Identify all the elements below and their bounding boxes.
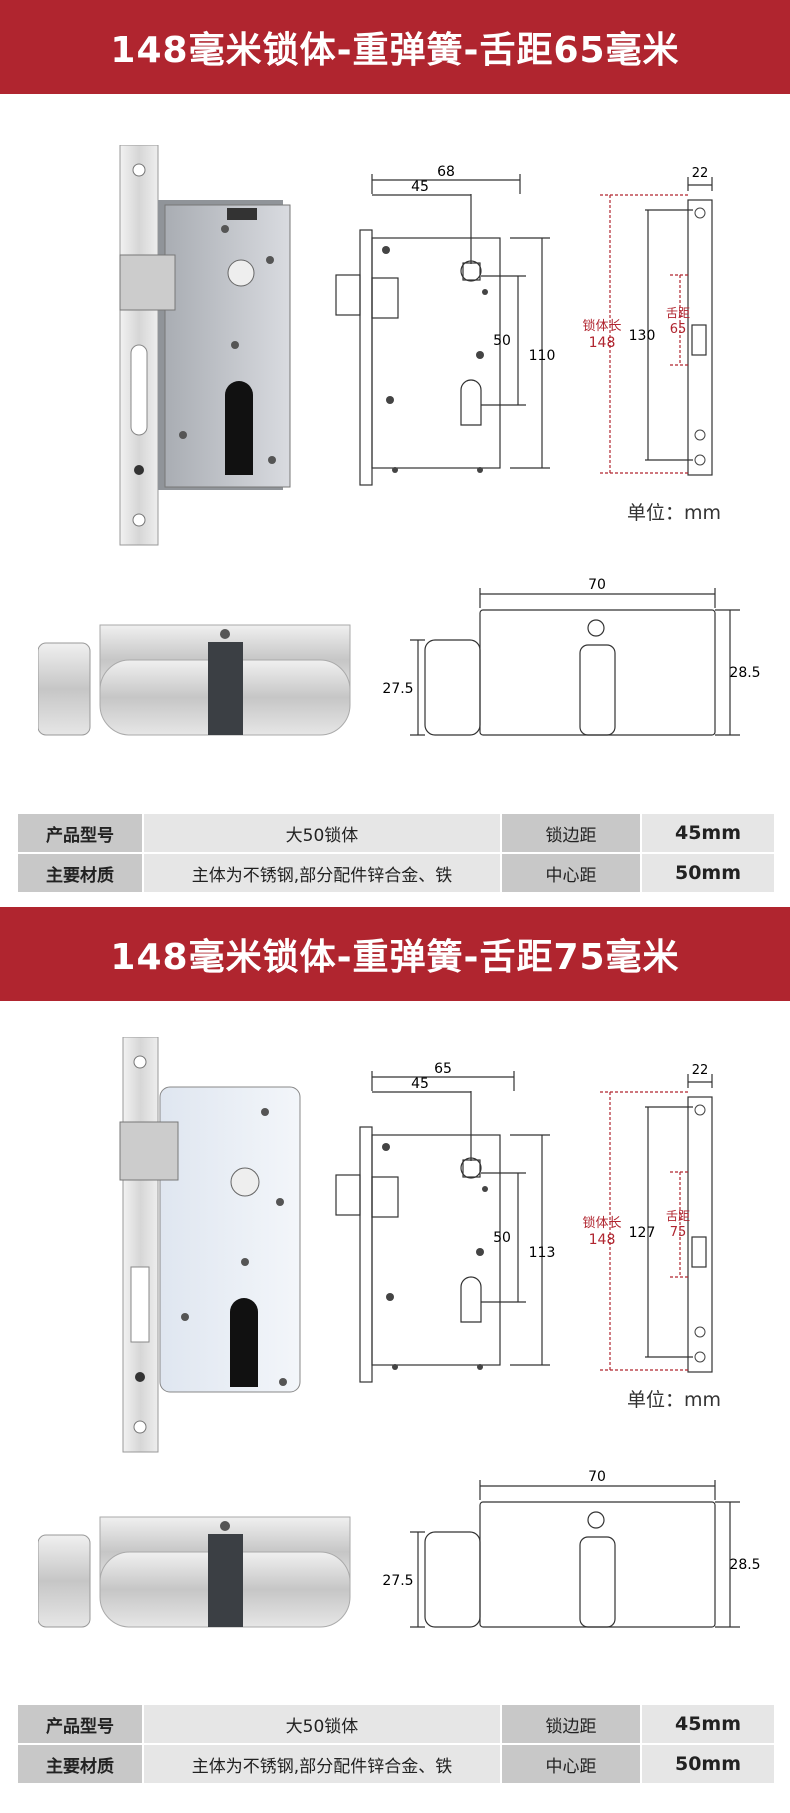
- spec-row: 主要材质 主体为不锈钢,部分配件锌合金、铁 中心距 50mm: [18, 1745, 774, 1783]
- product-section-1: 148毫米锁体-重弹簧-舌距65毫米: [0, 0, 790, 900]
- dim-bolt-label: 舌距: [666, 306, 690, 320]
- dim-body-height: 28.5: [729, 665, 760, 681]
- section-title: 148毫米锁体-重弹簧-舌距65毫米: [0, 0, 790, 94]
- dim-center: 50: [493, 1230, 511, 1246]
- dim-body-length: 148: [589, 335, 616, 351]
- dim-body-label: 锁体长: [582, 318, 621, 334]
- dim-cylinder-length: 70: [588, 1469, 606, 1485]
- dim-body-length: 148: [589, 1232, 616, 1248]
- spec-value-model: 大50锁体: [144, 1705, 500, 1743]
- dim-body-height: 28.5: [729, 1557, 760, 1573]
- dim-height: 110: [529, 348, 556, 364]
- product-section-2: 148毫米锁体-重弹簧-舌距75毫米: [0, 907, 790, 1813]
- dim-backset: 45: [411, 1076, 429, 1092]
- spec-label-backset: 锁边距: [502, 1705, 640, 1743]
- dim-screw-spacing: 127: [629, 1225, 656, 1241]
- dim-width-total: 65: [434, 1061, 452, 1077]
- spec-label-model: 产品型号: [18, 1705, 142, 1743]
- cylinder-photo: [38, 624, 351, 736]
- spec-value-center: 50mm: [642, 854, 774, 892]
- spec-row: 主要材质 主体为不锈钢,部分配件锌合金、铁 中心距 50mm: [18, 854, 774, 892]
- unit-label: 单位：mm: [627, 1389, 722, 1411]
- spec-label-material: 主要材质: [18, 1745, 142, 1783]
- spec-value-material: 主体为不锈钢,部分配件锌合金、铁: [144, 1745, 500, 1783]
- spec-value-backset: 45mm: [642, 814, 774, 852]
- cylinder-diagram: 70 27.5 28.5: [382, 577, 760, 736]
- spec-value-backset: 45mm: [642, 1705, 774, 1743]
- dim-backset: 45: [411, 179, 429, 195]
- spec-value-center: 50mm: [642, 1745, 774, 1783]
- dim-knob-diameter: 27.5: [382, 1573, 413, 1589]
- dim-width-total: 68: [437, 164, 455, 180]
- spec-row: 产品型号 大50锁体 锁边距 45mm: [18, 1705, 774, 1743]
- dim-body-label: 锁体长: [582, 1215, 621, 1231]
- spec-value-material: 主体为不锈钢,部分配件锌合金、铁: [144, 854, 500, 892]
- spec-label-backset: 锁边距: [502, 814, 640, 852]
- dim-cylinder-length: 70: [588, 577, 606, 593]
- lock-front-diagram: 65 45 113 50: [335, 1061, 556, 1383]
- dim-bolt-distance: 65: [670, 322, 687, 337]
- dim-bolt-distance: 75: [670, 1225, 687, 1240]
- spec-label-center: 中心距: [502, 854, 640, 892]
- spec-row: 产品型号 大50锁体 锁边距 45mm: [18, 814, 774, 852]
- lock-side-diagram: 22 锁体长 148 127 舌距 75: [582, 1063, 713, 1373]
- dim-thickness: 22: [692, 166, 709, 181]
- dim-knob-diameter: 27.5: [382, 681, 413, 697]
- spec-label-model: 产品型号: [18, 814, 142, 852]
- dim-bolt-label: 舌距: [666, 1209, 690, 1223]
- spec-label-material: 主要材质: [18, 854, 142, 892]
- lock-body-photo: [119, 145, 291, 546]
- lock-front-diagram: 68 45 110 50: [335, 164, 556, 486]
- dim-height: 113: [529, 1245, 556, 1261]
- dim-thickness: 22: [692, 1063, 709, 1078]
- lock-side-diagram: 22 锁体长 148 130 舌距 65: [582, 166, 713, 476]
- cylinder-photo: [38, 1516, 351, 1628]
- spec-value-model: 大50锁体: [144, 814, 500, 852]
- section-title: 148毫米锁体-重弹簧-舌距75毫米: [0, 907, 790, 1001]
- spec-label-center: 中心距: [502, 1745, 640, 1783]
- cylinder-diagram: 70 27.5 28.5: [382, 1469, 760, 1628]
- dim-center: 50: [493, 333, 511, 349]
- unit-label: 单位：mm: [627, 502, 722, 524]
- lock-body-photo: [119, 1037, 301, 1453]
- dim-screw-spacing: 130: [629, 328, 656, 344]
